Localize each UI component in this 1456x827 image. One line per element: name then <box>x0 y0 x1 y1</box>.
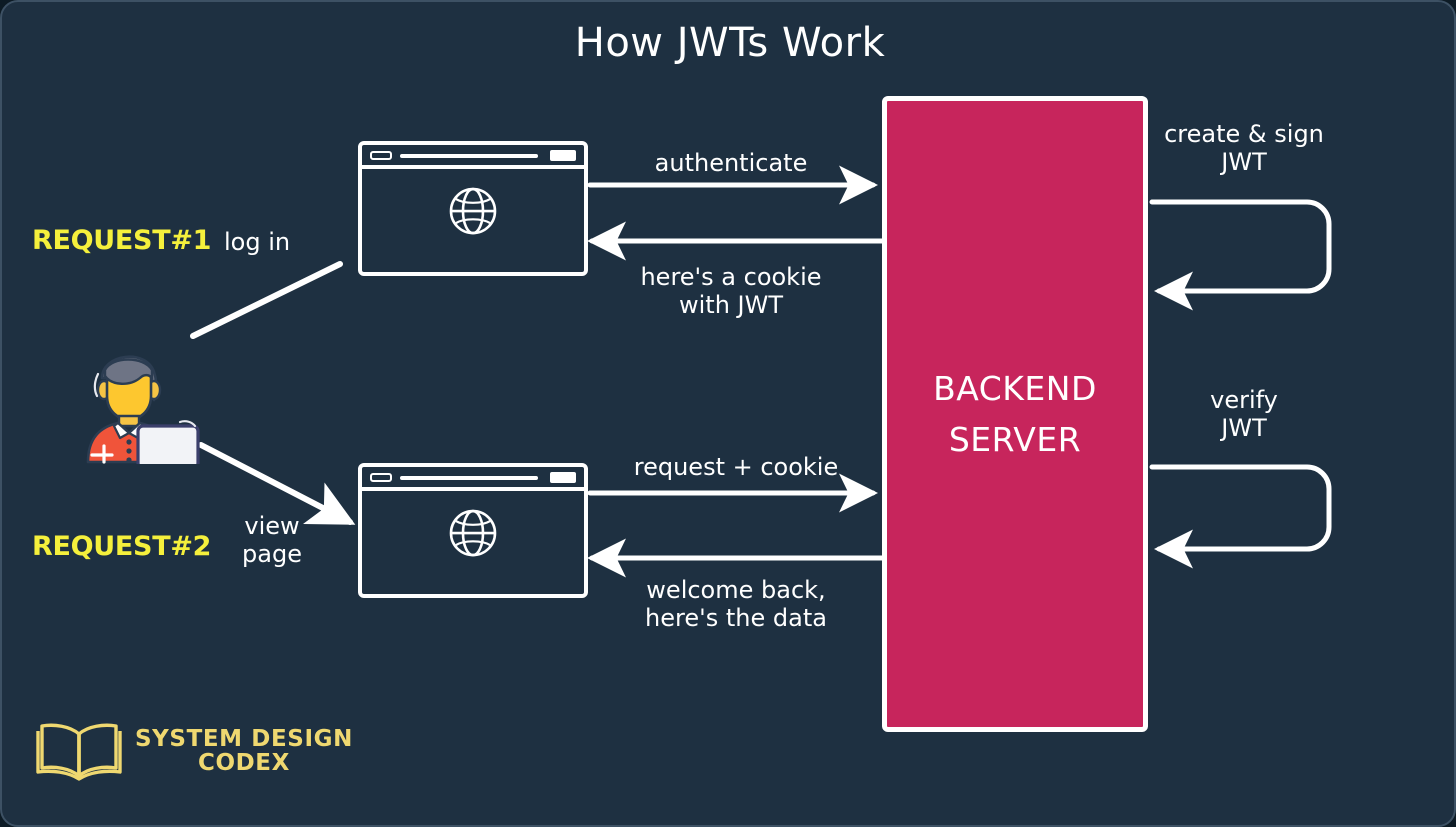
browser-window-top[interactable] <box>358 141 588 276</box>
browser-url-bar[interactable] <box>400 476 538 480</box>
browser-back-button-icon[interactable] <box>370 151 392 160</box>
page-title: How JWTs Work <box>574 20 886 66</box>
browser-url-bar[interactable] <box>400 154 538 158</box>
flow-label-request-cookie: request + cookie <box>633 453 839 481</box>
globe-icon <box>449 187 497 234</box>
connector-verify-loop <box>1149 464 1332 569</box>
globe-icon <box>449 509 497 556</box>
request-action-1: log in <box>224 228 291 256</box>
flow-label-data-response: welcome back, here's the data <box>645 576 827 633</box>
request-badge-2: REQUEST#2 <box>32 531 212 562</box>
request-badge-1: REQUEST#1 <box>32 225 212 256</box>
request-action-2: view page <box>242 512 302 569</box>
backend-server-node[interactable]: BACKEND SERVER <box>882 96 1148 732</box>
browser-title-bar-top <box>362 145 584 169</box>
open-book-icon <box>36 723 122 781</box>
brand-logo: SYSTEM DESIGN CODEX <box>36 720 353 782</box>
backend-server-label: BACKEND SERVER <box>933 368 1097 459</box>
browser-window-bottom[interactable] <box>358 463 588 598</box>
browser-menu-button-icon[interactable] <box>550 472 576 483</box>
connector-create-sign-loop <box>1149 199 1332 311</box>
flow-label-authenticate: authenticate <box>654 149 808 177</box>
user-at-computer-icon <box>86 355 200 464</box>
browser-back-button-icon[interactable] <box>370 473 392 482</box>
server-op-verify: verify JWT <box>1210 386 1278 443</box>
connector-user-to-bottom-browser <box>198 442 356 525</box>
browser-title-bar-bottom <box>362 467 584 491</box>
brand-logo-text: SYSTEM DESIGN CODEX <box>135 725 353 776</box>
flow-label-cookie-response: here's a cookie with JWT <box>640 263 822 320</box>
connector-user-to-top-browser <box>190 261 343 339</box>
browser-menu-button-icon[interactable] <box>550 150 576 161</box>
server-op-create-sign: create & sign JWT <box>1164 120 1324 177</box>
